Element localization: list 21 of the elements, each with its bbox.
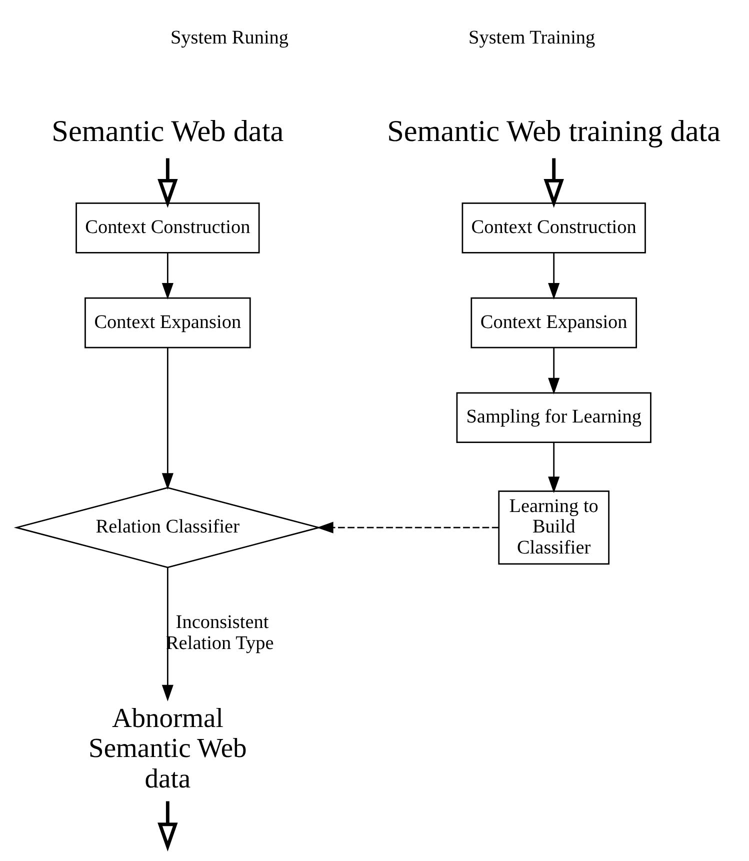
arrow — [548, 442, 560, 494]
arrow — [548, 348, 560, 394]
node-box: Context Construction — [462, 202, 646, 254]
node-text: Semantic Web training data — [387, 114, 721, 148]
node-text: Abnormal Semantic Web data — [88, 702, 247, 794]
arrow — [162, 348, 174, 490]
arrow — [544, 158, 564, 208]
node-box: Context Expansion — [470, 297, 637, 348]
label: System Training — [468, 27, 596, 48]
arrow — [162, 253, 174, 300]
node-text: Semantic Web data — [52, 114, 284, 148]
arrow — [316, 522, 499, 534]
node-box: Context Expansion — [84, 297, 251, 348]
arrow — [548, 253, 560, 300]
node-box: Learning to Build Classifier — [498, 490, 610, 565]
label: System Runing — [170, 27, 289, 48]
arrow — [158, 158, 178, 208]
node-box: Context Construction — [76, 202, 260, 254]
arrow — [158, 801, 178, 852]
arrow — [162, 568, 174, 702]
node-box: Sampling for Learning — [456, 392, 652, 444]
